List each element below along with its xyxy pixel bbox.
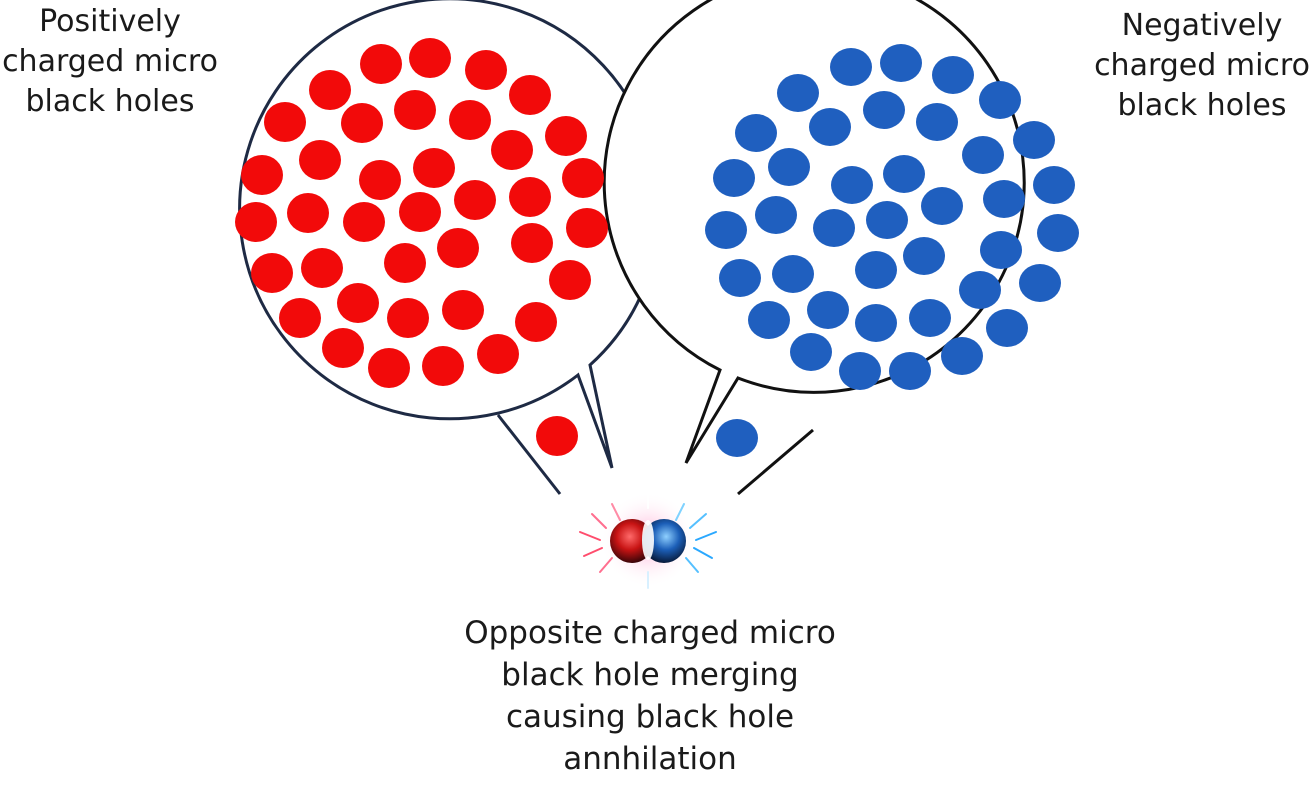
positive-black-hole [360, 44, 402, 84]
positive-black-hole [413, 148, 455, 188]
positive-black-hole [343, 202, 385, 242]
negative-black-hole [889, 352, 931, 390]
merge-label: Opposite charged micro black hole mergin… [390, 612, 910, 780]
positive-pointer-left [496, 414, 562, 495]
negative-black-hole [719, 259, 761, 297]
positive-black-hole [511, 223, 553, 263]
positive-black-hole [491, 130, 533, 170]
positive-black-hole [235, 202, 277, 242]
positive-black-hole [301, 248, 343, 288]
positive-black-hole [545, 116, 587, 156]
negative-black-hole [777, 74, 819, 112]
negative-black-hole [772, 255, 814, 293]
merge-label-line-1: Opposite charged micro [464, 615, 836, 651]
positive-black-hole [322, 328, 364, 368]
positive-black-hole [359, 160, 401, 200]
positive-black-hole [465, 50, 507, 90]
positive-black-hole [422, 346, 464, 386]
positive-black-hole [241, 155, 283, 195]
negative-black-hole [839, 352, 881, 390]
positive-black-hole [251, 253, 293, 293]
escaping-positive-black-hole [536, 416, 578, 456]
negative-black-hole [705, 211, 747, 249]
positive-black-hole [437, 228, 479, 268]
negative-black-hole [830, 48, 872, 86]
positive-black-hole [341, 103, 383, 143]
negative-black-hole [916, 103, 958, 141]
negative-black-hole [807, 291, 849, 329]
positive-black-hole [387, 298, 429, 338]
negative-black-hole [980, 231, 1022, 269]
positive-black-hole [509, 75, 551, 115]
positive-black-hole [566, 208, 608, 248]
positive-black-hole [549, 260, 591, 300]
merge-label-line-2: black hole merging [501, 657, 799, 693]
negative-black-hole [748, 301, 790, 339]
positive-black-hole [409, 38, 451, 78]
negative-black-holes [705, 44, 1079, 457]
negative-black-hole [941, 337, 983, 375]
negative-black-hole [755, 196, 797, 234]
positive-black-hole [442, 290, 484, 330]
negative-black-hole [962, 136, 1004, 174]
negative-label-line-3: black holes [1117, 88, 1287, 123]
positive-black-hole [477, 334, 519, 374]
positive-black-hole [454, 180, 496, 220]
positive-black-hole [309, 70, 351, 110]
positive-label: Positively charged micro black holes [0, 2, 220, 122]
positive-black-holes [235, 38, 608, 456]
negative-black-hole [883, 155, 925, 193]
negative-black-hole [813, 209, 855, 247]
positive-black-hole [509, 177, 551, 217]
negative-black-hole [713, 159, 755, 197]
negative-black-hole [979, 81, 1021, 119]
merge-label-line-3: causing black hole [505, 699, 795, 735]
negative-black-hole [831, 166, 873, 204]
negative-pointer-right [737, 428, 814, 496]
negative-black-hole [903, 237, 945, 275]
negative-black-hole [863, 91, 905, 129]
negative-black-hole [986, 309, 1028, 347]
negative-black-hole [809, 108, 851, 146]
positive-black-hole [449, 100, 491, 140]
negative-black-hole [735, 114, 777, 152]
negative-label-line-2: charged micro [1094, 48, 1310, 83]
escaping-negative-black-hole [716, 419, 758, 457]
positive-black-hole [368, 348, 410, 388]
negative-black-hole [921, 187, 963, 225]
positive-label-line-3: black holes [25, 84, 195, 119]
negative-black-hole [932, 56, 974, 94]
negative-black-hole [768, 148, 810, 186]
positive-black-hole [384, 243, 426, 283]
colliding-black-holes-icon [579, 489, 717, 589]
positive-black-hole [264, 102, 306, 142]
positive-black-hole [279, 298, 321, 338]
negative-black-hole [855, 304, 897, 342]
positive-black-hole [399, 192, 441, 232]
positive-black-hole [287, 193, 329, 233]
merge-label-line-4: annhilation [563, 741, 737, 777]
negative-black-hole [866, 201, 908, 239]
negative-black-hole [1037, 214, 1079, 252]
negative-black-hole [790, 333, 832, 371]
negative-label: Negatively charged micro black holes [1090, 6, 1314, 126]
negative-black-hole [909, 299, 951, 337]
positive-label-line-1: Positively [39, 4, 181, 39]
positive-black-hole [337, 283, 379, 323]
positive-black-hole [515, 302, 557, 342]
negative-black-hole [959, 271, 1001, 309]
positive-black-hole [562, 158, 604, 198]
positive-black-hole [394, 90, 436, 130]
negative-black-hole [1013, 121, 1055, 159]
negative-black-hole [880, 44, 922, 82]
negative-black-hole [1019, 264, 1061, 302]
positive-label-line-2: charged micro [2, 44, 218, 79]
negative-black-hole [1033, 166, 1075, 204]
negative-black-hole [855, 251, 897, 289]
positive-black-hole [299, 140, 341, 180]
negative-label-line-1: Negatively [1121, 8, 1283, 43]
negative-black-hole [983, 180, 1025, 218]
